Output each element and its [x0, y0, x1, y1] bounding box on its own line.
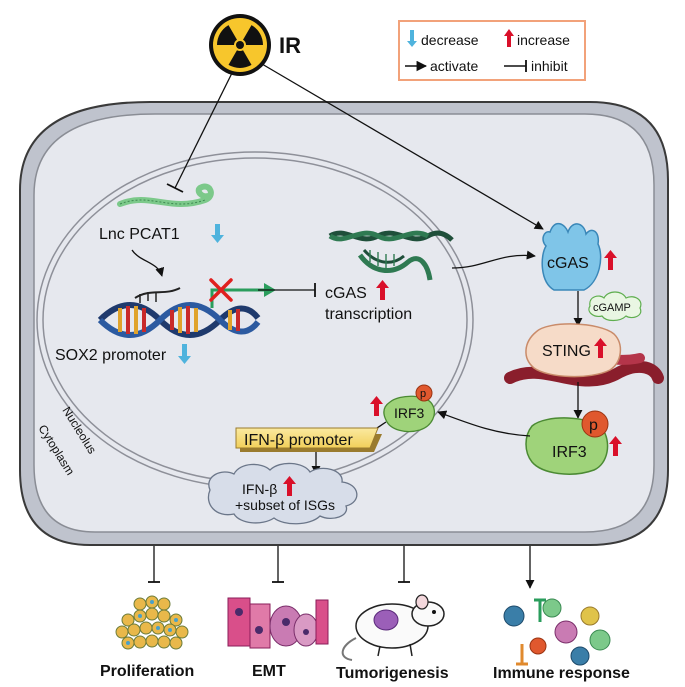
emt-inhibit-line [272, 546, 284, 583]
cgas-label: cGAS [547, 255, 589, 272]
cgas-transcription-line1: cGAS [325, 285, 367, 302]
decrease-arrow-icon [407, 30, 417, 47]
proliferation-inhibit-line [148, 546, 160, 583]
legend-decrease: decrease [421, 32, 479, 48]
mouse-icon [341, 594, 445, 661]
ifn-promoter-label: IFN-β promoter [244, 432, 353, 449]
ifn-label-1: IFN-β [242, 481, 277, 497]
irf3-translocation-arrow [437, 410, 531, 437]
phospho-icon [581, 410, 609, 438]
ifn-increase-icon [283, 476, 296, 496]
phospho-nuclear-label: p [420, 388, 426, 400]
sting-increase-icon [594, 338, 607, 358]
increase-arrow-icon [504, 29, 514, 47]
sox2-inhibit-line [258, 283, 316, 297]
phospho-label: p [589, 417, 598, 434]
ifn-cloud-icon [207, 462, 358, 525]
ir-inhibit-line [166, 72, 233, 193]
tumorigenesis-inhibit-line [398, 546, 410, 583]
inhibit-icon [504, 60, 527, 72]
irf3-nuclear-increase-icon [370, 396, 383, 416]
legend: decrease increase activate inhibit [398, 20, 586, 81]
emt-label: EMT [252, 663, 286, 680]
sting-label: STING [542, 343, 591, 360]
cgas-transcription-increase-icon [376, 280, 389, 300]
phospho-nuclear-icon [415, 384, 433, 402]
cell [19, 101, 669, 546]
lnc-label: Lnc PCAT1 [99, 226, 180, 243]
cytoplasm [33, 113, 655, 533]
legend-increase: increase [517, 32, 570, 48]
sox2-label: SOX2 promoter [55, 347, 167, 364]
proliferation-label: Proliferation [100, 663, 194, 680]
irf3-cyto-increase-icon [609, 436, 622, 456]
irf3-cyto-label: IRF3 [552, 444, 587, 461]
ifn-promoter-box [235, 427, 382, 452]
ifn-label-2: +subset of ISGs [235, 497, 335, 513]
lnc-rna-icon [117, 183, 214, 207]
immune-response-label: Immune response [493, 665, 630, 682]
cgas-protein-icon [541, 222, 602, 291]
ir-activate-arrow [261, 63, 544, 230]
legend-activate: activate [430, 58, 478, 74]
cgas-dna-icon [328, 230, 454, 281]
emt-cells-icon [227, 597, 329, 649]
sox2-dna-icon [97, 283, 276, 338]
immune-cells-icon [503, 598, 611, 666]
lnc-decrease-icon [211, 224, 224, 243]
sting-protein-icon [525, 323, 622, 378]
irf3-nuclear-label: IRF3 [394, 405, 425, 421]
ir-label: IR [279, 33, 301, 58]
radiation-icon [209, 14, 271, 76]
cgamp-label: cGAMP [593, 302, 631, 314]
proliferation-cells-icon [115, 595, 189, 650]
lnc-to-sox2-arrow [131, 249, 165, 277]
sox2-decrease-icon [178, 344, 191, 364]
tumorigenesis-label: Tumorigenesis [336, 665, 449, 682]
legend-inhibit: inhibit [531, 58, 568, 74]
blocked-x-icon [209, 278, 233, 302]
transcription-to-cgas-arrow [451, 250, 536, 269]
cgas-increase-icon [604, 250, 617, 270]
cgamp-cloud-icon [588, 291, 642, 322]
cgas-transcription-line2: transcription [325, 306, 412, 323]
